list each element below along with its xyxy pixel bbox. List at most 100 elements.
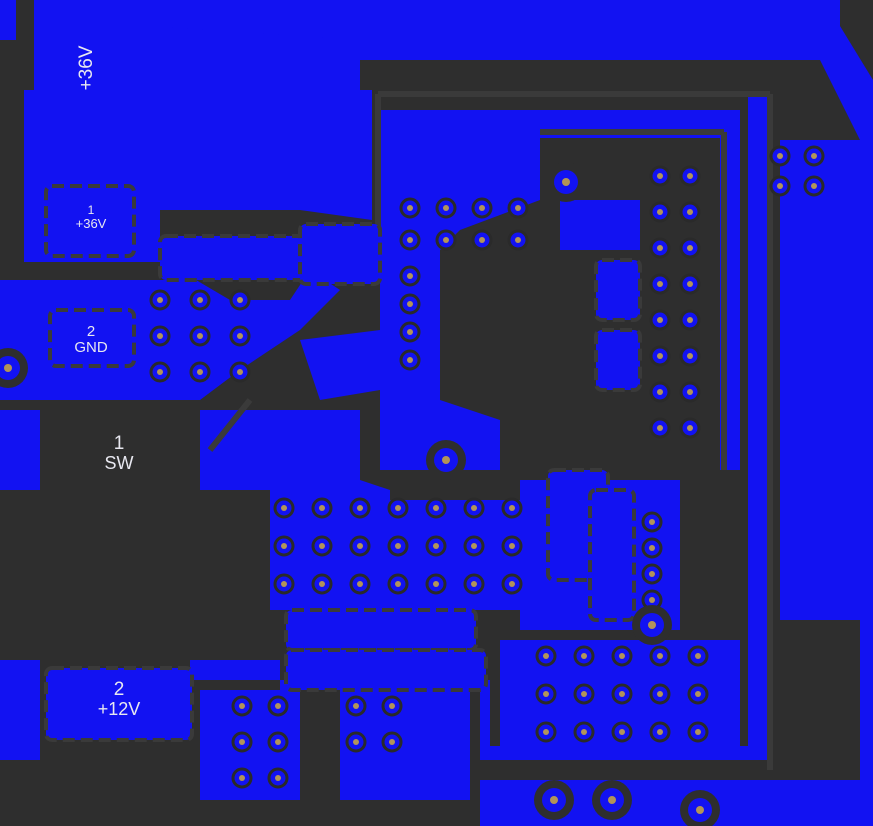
grid-12v-mid-drill [389, 703, 395, 709]
grid-bottom-right-drill [619, 691, 625, 697]
grid-column-vias-drill [649, 545, 655, 551]
grid-top-center-drill [443, 205, 449, 211]
grid-middle-drill [281, 505, 287, 511]
grid-gnd-drill [197, 369, 203, 375]
grid-12v-mid-drill [353, 739, 359, 745]
grid-bottom-right-drill [581, 729, 587, 735]
grid-right-inner-drill [657, 353, 663, 359]
pad-net-name: +36V [75, 215, 107, 231]
grid-right-inner-drill [657, 173, 663, 179]
grid-ic-column-drill [407, 329, 413, 335]
grid-bottom-right-drill [543, 729, 549, 735]
grid-far-right-drill [811, 183, 817, 189]
grid-right-inner-drill [657, 425, 663, 431]
grid-right-inner-drill [687, 209, 693, 215]
grid-top-center-drill [515, 237, 521, 243]
pour-left-mid [0, 410, 40, 490]
grid-top-center-drill [515, 205, 521, 211]
grid-middle-drill [319, 543, 325, 549]
grid-bottom-right-drill [619, 653, 625, 659]
grid-right-inner-drill [657, 317, 663, 323]
grid-12v-left-drill [275, 775, 281, 781]
grid-middle-drill [433, 543, 439, 549]
pad-net-name: SW [104, 452, 134, 473]
pad-label-gnd: 2 GND [56, 324, 126, 356]
grid-gnd-drill [157, 297, 163, 303]
grid-middle-drill [433, 505, 439, 511]
grid-12v-left-drill [275, 703, 281, 709]
grid-middle-drill [319, 505, 325, 511]
grid-bottom-right-drill [581, 653, 587, 659]
pad-inductor-top [158, 234, 308, 282]
pad-net-name: +12V [97, 698, 141, 719]
grid-middle-drill [433, 581, 439, 587]
pour-center [380, 110, 740, 470]
pour-left-bottom [0, 660, 40, 760]
grid-12v-left-drill [275, 739, 281, 745]
pour-right-column [780, 140, 860, 620]
via-array [0, 145, 825, 826]
grid-right-inner-drill [687, 317, 693, 323]
grid-middle-drill [395, 505, 401, 511]
grid-bottom-right-drill [657, 691, 663, 697]
grid-bottom-right-drill [581, 691, 587, 697]
grid-middle-drill [509, 543, 515, 549]
grid-gnd-drill [197, 297, 203, 303]
pour-36v-neck [34, 0, 62, 95]
pad-number: 1 [113, 433, 125, 454]
grid-12v-left-drill [239, 739, 245, 745]
grid-right-inner-drill [687, 173, 693, 179]
grid-middle-drill [509, 581, 515, 587]
pad-cap-row-2 [284, 648, 488, 692]
grid-ic-column-drill [407, 273, 413, 279]
grid-ic-column-drill [407, 357, 413, 363]
via-large-mid [442, 456, 450, 464]
grid-gnd-drill [197, 333, 203, 339]
grid-middle-drill [509, 505, 515, 511]
grid-middle-drill [471, 581, 477, 587]
pad-small-a [594, 258, 642, 322]
grid-right-inner-drill [657, 281, 663, 287]
grid-middle-drill [395, 581, 401, 587]
grid-right-inner-drill [687, 245, 693, 251]
grid-top-center-drill [407, 237, 413, 243]
grid-middle-drill [281, 581, 287, 587]
via-large-left [4, 364, 12, 372]
grid-gnd-drill [237, 333, 243, 339]
grid-top-center-drill [479, 237, 485, 243]
grid-middle-drill [357, 505, 363, 511]
grid-gnd-drill [237, 369, 243, 375]
via-large-bottom-a [550, 796, 558, 804]
grid-12v-mid-drill [353, 703, 359, 709]
grid-12v-mid-drill [389, 739, 395, 745]
grid-gnd-drill [157, 369, 163, 375]
grid-top-center-drill [479, 205, 485, 211]
grid-far-right-drill [777, 153, 783, 159]
pad-net-name: GND [74, 338, 108, 356]
grid-bottom-right-drill [695, 653, 701, 659]
grid-middle-drill [471, 543, 477, 549]
trace-diag-b [207, 398, 253, 452]
via-large-low [648, 621, 656, 629]
grid-bottom-right-drill [695, 691, 701, 697]
grid-middle-drill [357, 581, 363, 587]
component-body [0, 492, 270, 660]
pad-label-36v: 1 +36V [56, 204, 126, 230]
grid-right-inner-drill [657, 389, 663, 395]
pad-number: 1 [87, 203, 95, 217]
grid-right-inner-drill [687, 389, 693, 395]
grid-bottom-right-drill [657, 653, 663, 659]
pad-cap-row [284, 608, 478, 652]
pour-12v-mid [340, 690, 470, 800]
pad-label-sw: 1 SW [84, 434, 154, 473]
grid-middle-drill [319, 581, 325, 587]
pour-sw-region [200, 410, 390, 500]
grid-right-inner-drill [687, 353, 693, 359]
grid-column-vias-drill [649, 571, 655, 577]
grid-middle-drill [281, 543, 287, 549]
pad-small-b [594, 328, 642, 392]
pad-12v [44, 666, 194, 742]
grid-column-vias-drill [649, 519, 655, 525]
via-large-bottom-c [696, 806, 704, 814]
